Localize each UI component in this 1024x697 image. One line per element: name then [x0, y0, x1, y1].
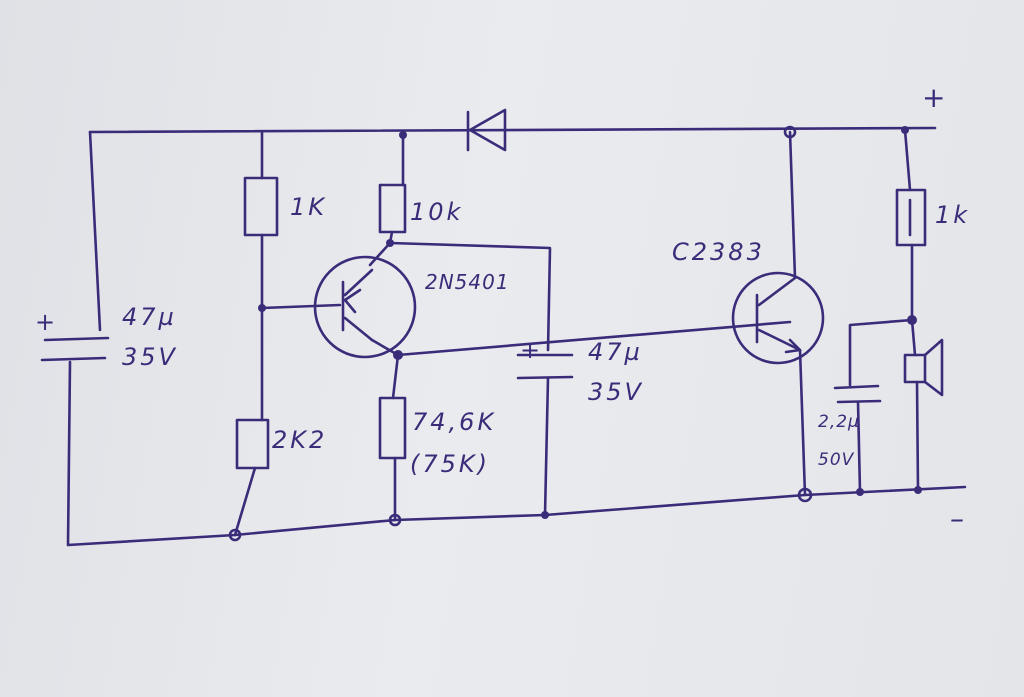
c2-voltage: 35V — [588, 378, 644, 406]
node-dots — [258, 126, 922, 519]
capacitor-c3 — [833, 384, 882, 404]
resistor-r4 — [378, 396, 407, 460]
c2-polarity: + — [520, 336, 544, 364]
r2-value: 10k — [410, 198, 464, 226]
transistor-q1 — [313, 255, 417, 359]
terminal-node — [228, 528, 242, 542]
diode-symbol — [466, 108, 507, 152]
negative-rail-label: – — [950, 502, 967, 535]
speaker-icon — [903, 338, 944, 397]
terminal-node — [783, 125, 797, 139]
positive-rail-label: + — [922, 81, 949, 114]
c1-value: 47µ — [122, 303, 177, 331]
q2-part: C2383 — [672, 238, 765, 266]
terminal-node — [797, 487, 813, 503]
c2-value: 47µ — [588, 338, 643, 366]
resistor-r3 — [235, 418, 270, 470]
r5-value: 1k — [935, 201, 971, 229]
capacitor-symbols — [40, 336, 882, 404]
capacitor-c2 — [516, 353, 574, 380]
r4-value: 74,6K — [412, 408, 497, 436]
r3-value: 2K2 — [272, 426, 328, 454]
resistor-r2 — [378, 183, 407, 234]
terminal-node — [388, 513, 402, 527]
resistor-symbols — [235, 176, 927, 470]
c1-voltage: 35V — [122, 343, 178, 371]
capacitor-c1 — [40, 336, 110, 362]
r1-value: 1K — [290, 193, 328, 221]
r4-alt-value: (75K) — [410, 450, 491, 478]
c3-voltage: 50V — [818, 450, 855, 470]
transistor-q2 — [731, 271, 825, 365]
c3-value: 2,2µ — [818, 412, 860, 432]
c1-polarity: + — [35, 308, 59, 336]
resistor-r1 — [243, 176, 279, 237]
resistor-r5 — [895, 188, 927, 247]
q1-part: 2N5401 — [425, 270, 510, 294]
wires — [66, 126, 967, 547]
